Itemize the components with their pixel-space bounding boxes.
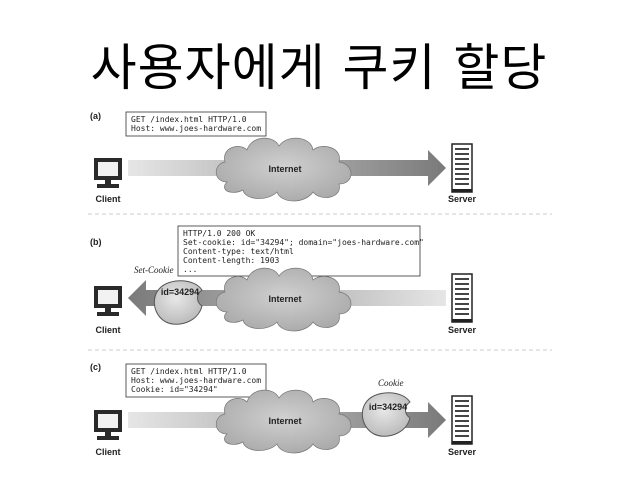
panel-c-cookie-label: Cookie [378, 378, 404, 388]
panel-b-client-icon [94, 286, 122, 316]
panel-c-internet-label: Internet [268, 416, 301, 426]
panel-a-server-label: Server [448, 194, 477, 204]
panel-a-internet-label: Internet [268, 164, 301, 174]
panel-b-response-line-4: Content-length: 1903 [183, 256, 280, 265]
panel-b-internet-label: Internet [268, 294, 301, 304]
panel-c-request-line-2: Host: www.joes-hardware.com [131, 376, 261, 385]
panel-c-client-label: Client [95, 447, 120, 457]
panel-a-request-line-1: GET /index.html HTTP/1.0 [131, 115, 247, 124]
panel-b-server-label: Server [448, 325, 477, 335]
panel-b-response-box [177, 225, 421, 277]
slide-title: 사용자에게 쿠키 할당 [90, 39, 548, 97]
panel-b-response-line-1: HTTP/1.0 200 OK [183, 229, 255, 238]
panel-a-tag: (a) [90, 111, 101, 121]
panel-c-server-icon [451, 395, 473, 445]
panel-c-cookie-value: id=34294 [369, 402, 407, 412]
panel-c-server-label: Server [448, 447, 477, 457]
panel-a-client-icon [94, 158, 122, 188]
panel-b-response-line-3: Content-type: text/html [183, 247, 294, 256]
panel-b-tag: (b) [90, 237, 102, 247]
panel-b-set-cookie-label: Set-Cookie [134, 265, 174, 275]
panel-b-response-line-5: ... [183, 265, 197, 274]
panel-c-tag: (c) [90, 362, 101, 372]
panel-b-server-icon [451, 273, 473, 323]
panel-c-client-icon [94, 410, 122, 440]
panel-b-response-line-2: Set-cookie: id="34294"; domain="joes-har… [183, 238, 424, 247]
panel-a-client-label: Client [95, 194, 120, 204]
panel-b-client-label: Client [95, 325, 120, 335]
panel-a-request-line-2: Host: www.joes-hardware.com [131, 124, 261, 133]
panel-a-request-box [125, 111, 267, 137]
panel-a-server-icon [451, 143, 473, 193]
panel-c-request-line-1: GET /index.html HTTP/1.0 [131, 367, 247, 376]
panel-c-cookie-icon [361, 392, 411, 437]
panel-b-cookie-value: id=34294 [161, 287, 199, 297]
panel-c-request-line-3: Cookie: id="34294" [131, 385, 218, 394]
panel-c-request-box [125, 363, 267, 398]
